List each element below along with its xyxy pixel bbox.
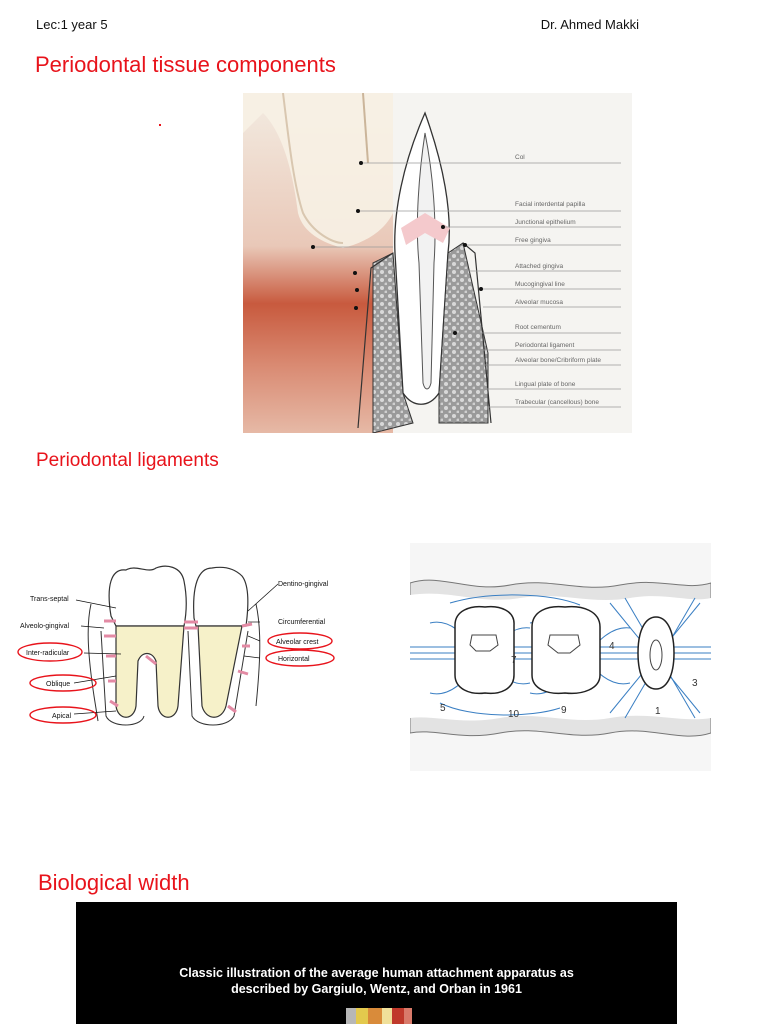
label-free-gingiva: Free gingiva (515, 237, 551, 244)
attachment-illustration (346, 1008, 412, 1024)
fiber-num-7: 7 (511, 655, 517, 666)
label-inter-radicular: Inter-radicular (26, 650, 70, 657)
tissue-components-figure: Col Facial interdental papilla Junctiona… (243, 92, 632, 434)
biological-width-figure: Classic illustration of the average huma… (76, 902, 677, 1024)
label-alveolar-mucosa: Alveolar mucosa (515, 299, 563, 306)
label-trans-septal: Trans-septal (30, 596, 69, 603)
label-lingual-plate: Lingual plate of bone (515, 381, 576, 388)
label-apical: Apical (52, 713, 72, 720)
label-alveolar-crest: Alveolar crest (276, 639, 318, 646)
caption-line-2: described by Gargiulo, Wentz, and Orban … (231, 982, 522, 996)
fiber-num-5: 5 (440, 703, 446, 714)
label-horizontal: Horizontal (278, 656, 310, 663)
label-oblique: Oblique (46, 681, 70, 688)
stray-mark (159, 124, 161, 126)
label-attached-gingiva: Attached gingiva (515, 263, 563, 270)
fiber-num-10: 10 (508, 709, 520, 720)
label-cementum: Root cementum (515, 324, 561, 331)
fiber-num-1: 1 (655, 706, 661, 717)
lecture-label: Lec:1 year 5 (36, 17, 108, 32)
label-circumferential: Circumferential (278, 619, 326, 626)
label-trabecular: Trabecular (cancellous) bone (515, 399, 599, 406)
caption-line-1: Classic illustration of the average huma… (179, 966, 574, 980)
label-alveolo-gingival: Alveolo-gingival (20, 623, 69, 630)
fiber-arrangement-figure: 1 3 4 5 7 9 10 (409, 543, 712, 771)
label-mucogingival: Mucogingival line (515, 281, 565, 288)
fiber-num-9: 9 (561, 705, 567, 716)
ligament-fibers-figure: Trans-septal Alveolo-gingival Inter-radi… (16, 556, 348, 736)
label-col: Col (515, 154, 525, 161)
fiber-num-3: 3 (692, 678, 698, 689)
label-papilla: Facial interdental papilla (515, 201, 585, 208)
ligament-diagram: Trans-septal Alveolo-gingival Inter-radi… (17, 565, 335, 726)
fiber-num-4: 4 (609, 641, 615, 652)
section-title-biological-width: Biological width (38, 870, 190, 895)
section-title-tissue: Periodontal tissue components (35, 52, 336, 77)
label-cribriform: Alveolar bone/Cribriform plate (515, 357, 601, 364)
author-name: Dr. Ahmed Makki (540, 17, 639, 32)
section-title-ligaments: Periodontal ligaments (36, 450, 219, 471)
fiber-arrangement-diagram: 1 3 4 5 7 9 10 (409, 543, 712, 771)
label-junctional: Junctional epithelium (515, 219, 576, 226)
label-pdl: Periodontal ligament (515, 342, 574, 349)
tissue-diagram: Col Facial interdental papilla Junctiona… (243, 92, 621, 434)
label-dentino-gingival: Dentino-gingival (278, 581, 329, 588)
